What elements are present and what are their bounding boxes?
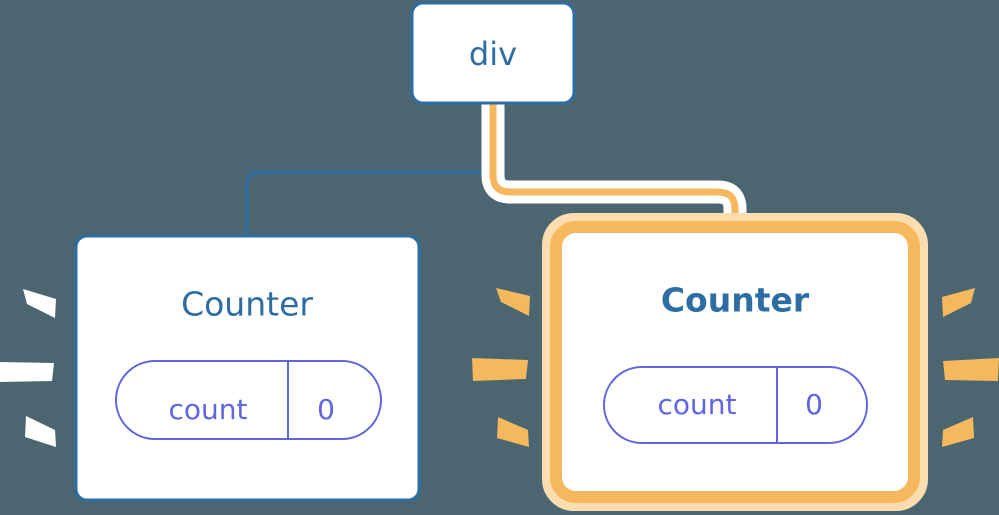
- node-counter-right-label: Counter: [661, 281, 810, 320]
- prop-name-count: count: [658, 388, 737, 421]
- node-div-label: div: [469, 35, 517, 73]
- node-counter-left[interactable]: Counter count 0: [74, 234, 421, 502]
- prop-value-count: 0: [805, 388, 823, 421]
- sparkle-ray-icon: [25, 416, 56, 447]
- node-div[interactable]: div: [410, 1, 576, 105]
- sparkle-ray-icon: [942, 417, 974, 447]
- sparkle-ray-icon: [0, 362, 54, 382]
- prop-value-count: 0: [317, 393, 335, 426]
- sparkle-burst-left-outer: [0, 289, 56, 447]
- sparkle-ray-icon: [23, 289, 56, 318]
- edge-root-to-right: [489, 103, 739, 238]
- sparkle-burst-left-inner: [472, 288, 530, 447]
- sparkle-burst-right: [942, 288, 999, 447]
- sparkle-ray-icon: [943, 358, 999, 381]
- node-counter-right-glow: [542, 213, 928, 511]
- prop-name-count: count: [169, 393, 248, 426]
- node-counter-left-box: [74, 234, 421, 502]
- edge-root-to-left: [245, 103, 495, 236]
- sparkle-ray-icon: [497, 417, 529, 447]
- prop-pill-right: count 0: [603, 366, 868, 444]
- sparkle-ray-icon: [496, 288, 530, 316]
- prop-pill-outline: [115, 360, 382, 440]
- prop-pill-outline: [603, 366, 868, 444]
- prop-pill-left: count 0: [115, 360, 382, 440]
- sparkle-ray-icon: [942, 288, 975, 317]
- node-div-box: [410, 1, 576, 105]
- node-counter-right-box: [566, 237, 904, 487]
- sparkle-ray-icon: [472, 358, 528, 381]
- node-counter-right[interactable]: Counter count 0: [542, 213, 928, 511]
- node-counter-left-label: Counter: [181, 285, 313, 324]
